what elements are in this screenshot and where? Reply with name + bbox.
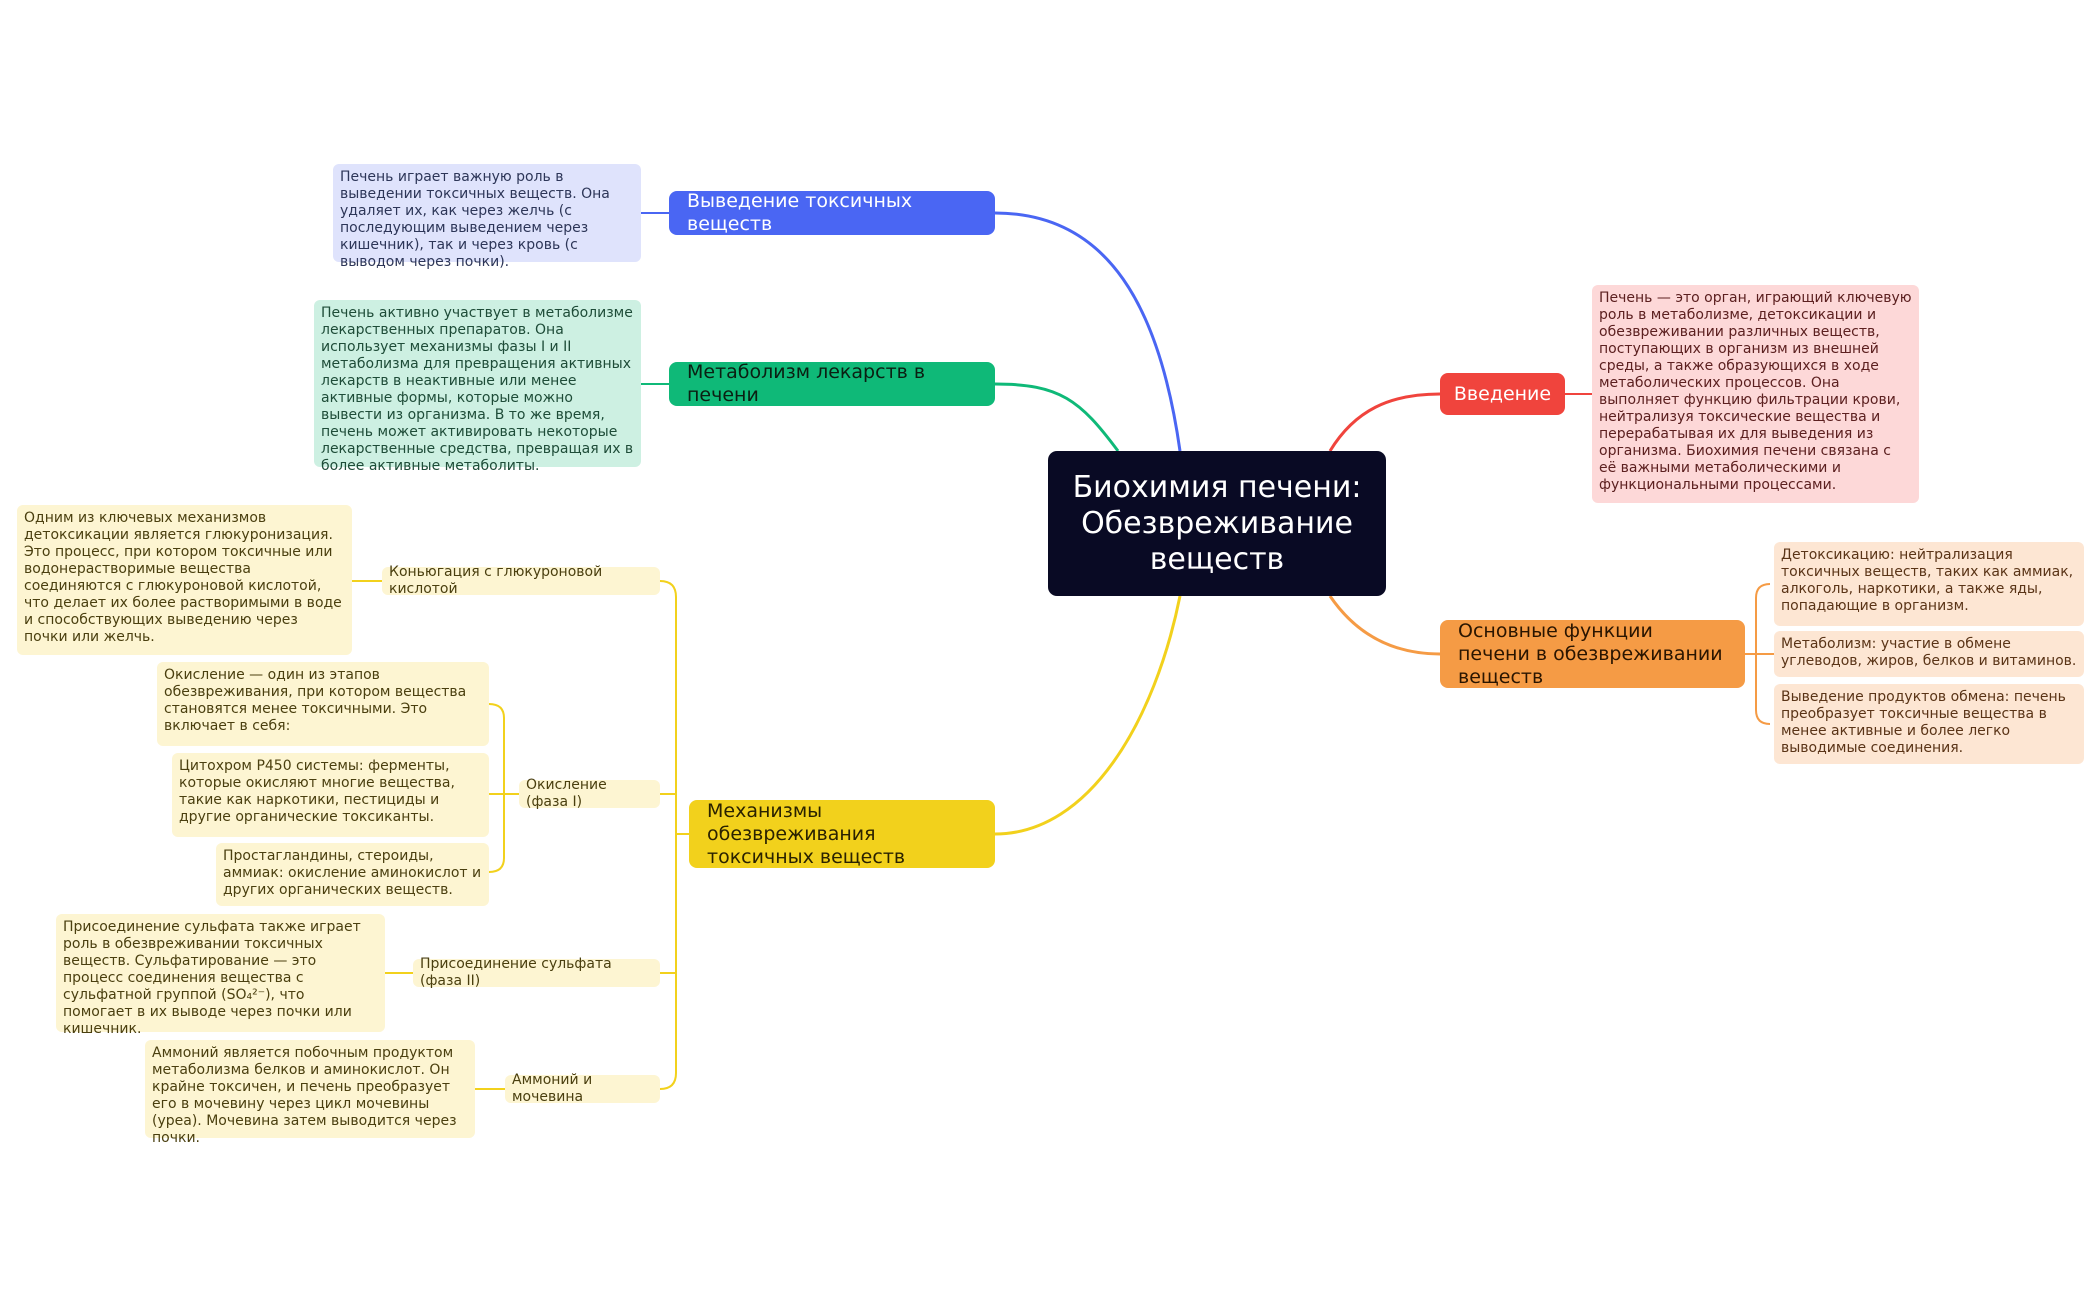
branch-introduction-label: Введение <box>1453 382 1552 405</box>
note-conjugation-text: Одним из ключевых механизмов детоксикаци… <box>24 510 342 645</box>
note-functions-detox-text: Детоксикацию: нейтрализация токсичных ве… <box>1781 547 2074 614</box>
note-oxidation-prostaglandins-text: Простагландины, стероиды, аммиак: окисле… <box>223 848 482 898</box>
note-functions-metabolism-text: Метаболизм: участие в обмене углеводов, … <box>1781 636 2077 669</box>
branch-excretion-label: Выведение токсичных веществ <box>687 190 913 235</box>
branch-drug-metabolism-label: Метаболизм лекарств в печени <box>687 361 926 406</box>
sub-conjugation-label: Коньюгация с глюкуроновой кислотой <box>389 564 603 597</box>
note-oxidation-prostaglandins[interactable]: Простагландины, стероиды, аммиак: окисле… <box>216 843 489 906</box>
note-introduction-text: Печень — это орган, играющий ключевую ро… <box>1599 290 1912 493</box>
note-oxidation-intro-text: Окисление — один из этапов обезвреживани… <box>164 667 467 734</box>
note-excretion-text: Печень играет важную роль в выведении то… <box>340 169 610 270</box>
branch-mechanisms-label: Механизмы обезвреживания токсичных вещес… <box>707 799 906 868</box>
note-oxidation-intro[interactable]: Окисление — один из этапов обезвреживани… <box>157 662 489 746</box>
note-functions-excretion[interactable]: Выведение продуктов обмена: печень преоб… <box>1774 684 2084 764</box>
sub-oxidation-label: Окисление (фаза I) <box>526 777 607 810</box>
note-functions-excretion-text: Выведение продуктов обмена: печень преоб… <box>1781 689 2066 756</box>
note-introduction[interactable]: Печень — это орган, играющий ключевую ро… <box>1592 285 1919 503</box>
branch-introduction[interactable]: Введение <box>1440 373 1565 415</box>
branch-drug-metabolism[interactable]: Метаболизм лекарств в печени <box>669 361 995 406</box>
note-ammonia-text: Аммоний является побочным продуктом мета… <box>152 1045 457 1146</box>
note-conjugation[interactable]: Одним из ключевых механизмов детоксикаци… <box>17 505 352 655</box>
branch-excretion[interactable]: Выведение токсичных веществ <box>669 190 995 235</box>
note-ammonia[interactable]: Аммоний является побочным продуктом мета… <box>145 1040 475 1146</box>
sub-ammonia[interactable]: Аммоний и мочевина <box>505 1072 660 1105</box>
sub-oxidation[interactable]: Окисление (фаза I) <box>519 777 660 810</box>
sub-ammonia-label: Аммоний и мочевина <box>512 1072 593 1105</box>
branch-functions-label: Основные функции печени в обезвреживании… <box>1458 619 1723 688</box>
note-drug-metabolism[interactable]: Печень активно участвует в метаболизме л… <box>314 300 641 474</box>
sub-sulfate[interactable]: Присоединение сульфата (фаза II) <box>413 956 660 989</box>
note-oxidation-p450-text: Цитохром P450 системы: ферменты, которые… <box>179 758 455 825</box>
branch-mechanisms[interactable]: Механизмы обезвреживания токсичных вещес… <box>689 800 995 868</box>
note-sulfate-text: Присоединение сульфата также играет роль… <box>63 919 361 1037</box>
central-topic[interactable]: Биохимия печени: Обезвреживание веществ <box>1048 451 1386 596</box>
sub-conjugation[interactable]: Коньюгация с глюкуроновой кислотой <box>382 564 660 597</box>
note-functions-detox[interactable]: Детоксикацию: нейтрализация токсичных ве… <box>1774 542 2084 626</box>
sub-sulfate-label: Присоединение сульфата (фаза II) <box>420 956 612 989</box>
note-functions-metabolism[interactable]: Метаболизм: участие в обмене углеводов, … <box>1774 631 2084 677</box>
central-title: Биохимия печени: Обезвреживание веществ <box>1072 469 1362 577</box>
note-sulfate[interactable]: Присоединение сульфата также играет роль… <box>56 914 385 1037</box>
branch-functions[interactable]: Основные функции печени в обезвреживании… <box>1440 620 1745 688</box>
note-excretion[interactable]: Печень играет важную роль в выведении то… <box>333 164 641 270</box>
note-drug-metabolism-text: Печень активно участвует в метаболизме л… <box>321 305 634 474</box>
note-oxidation-p450[interactable]: Цитохром P450 системы: ферменты, которые… <box>172 753 489 837</box>
